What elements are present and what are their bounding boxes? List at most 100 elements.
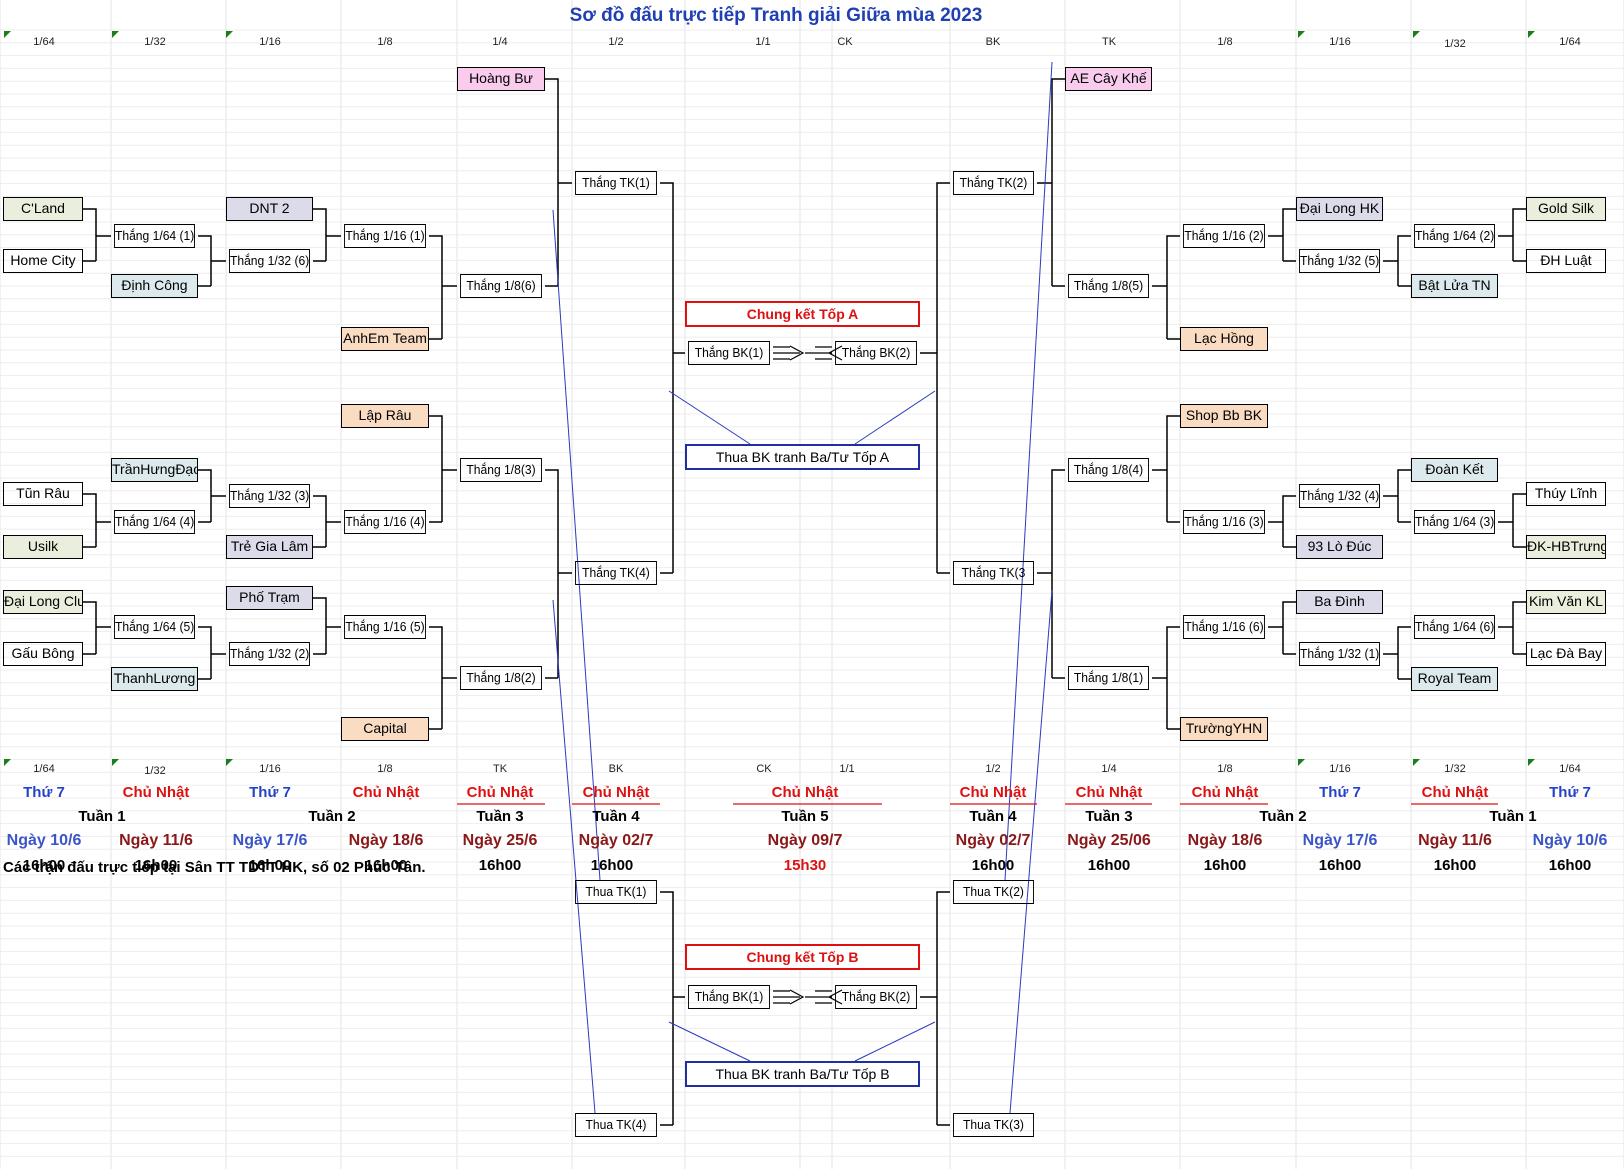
team-box[interactable]: Lập Râu bbox=[341, 404, 429, 428]
winner-box[interactable]: Thắng 1/8(1) bbox=[1068, 666, 1149, 690]
team-box[interactable]: ThanhLương bbox=[111, 667, 198, 691]
round-label: BK bbox=[985, 36, 1001, 48]
winner-box[interactable]: Thắng 1/8(3) bbox=[460, 458, 542, 482]
team-box[interactable]: Home City bbox=[3, 249, 83, 273]
team-box[interactable]: Thúy Lĩnh bbox=[1526, 482, 1606, 506]
loser-tk1-box[interactable]: Thua TK(1) bbox=[575, 880, 657, 904]
winner-box[interactable]: Thắng TK(2) bbox=[953, 171, 1034, 195]
team-box[interactable]: Tũn Râu bbox=[3, 482, 83, 506]
loser-tk4-box[interactable]: Thua TK(4) bbox=[575, 1113, 657, 1137]
bracket-connector bbox=[1498, 208, 1526, 262]
winner-box[interactable]: Thắng 1/32 (6) bbox=[229, 249, 310, 273]
bracket-connector bbox=[429, 235, 457, 340]
bracket-connector bbox=[198, 626, 226, 680]
winner-box[interactable]: Thắng 1/32 (4) bbox=[1299, 484, 1380, 508]
team-box[interactable]: Ba Đình bbox=[1296, 590, 1383, 614]
schedule-time: 16h00 bbox=[1433, 857, 1477, 874]
loser-tk2-box[interactable]: Thua TK(2) bbox=[953, 880, 1034, 904]
winner-box[interactable]: Thắng 1/16 (2) bbox=[1183, 224, 1265, 248]
team-box[interactable]: Royal Team bbox=[1411, 667, 1498, 691]
team-box[interactable]: Đại Long HK bbox=[1296, 197, 1383, 221]
round-label: 1/64 bbox=[33, 763, 55, 775]
team-box[interactable]: Hoàng Bư bbox=[457, 67, 545, 91]
winner-box[interactable]: Thắng TK(1) bbox=[575, 171, 657, 195]
team-box[interactable]: Đoàn Kết bbox=[1411, 458, 1498, 482]
team-box[interactable]: Định Công bbox=[111, 274, 198, 298]
schedule-day: Chủ Nhật bbox=[1421, 784, 1489, 801]
round-label: 1/64 bbox=[33, 36, 55, 48]
winner-box[interactable]: Thắng 1/64 (1) bbox=[114, 224, 195, 248]
round-label: 1/16 bbox=[259, 36, 281, 48]
bracket-connector bbox=[1152, 235, 1180, 340]
bracket-connector bbox=[313, 495, 341, 548]
team-box[interactable]: Capital bbox=[341, 717, 429, 741]
team-box[interactable]: AE Cây Khế bbox=[1065, 67, 1152, 91]
schedule-day: Chủ Nhật bbox=[959, 784, 1027, 801]
team-box[interactable]: Đại Long Club bbox=[3, 590, 83, 614]
final-b-label: Chung kết Tốp B bbox=[685, 944, 920, 970]
winner-box[interactable]: Thắng 1/64 (4) bbox=[114, 510, 195, 534]
winner-box[interactable]: Thắng TK(3 bbox=[953, 561, 1034, 585]
schedule-time: 16h00 bbox=[134, 857, 178, 874]
third-place-a[interactable]: Thua BK tranh Ba/Tư Tốp A bbox=[685, 444, 920, 470]
team-box[interactable]: Lạc Đà Bay bbox=[1526, 642, 1606, 666]
winner-box[interactable]: Thắng 1/8(2) bbox=[460, 666, 542, 690]
team-box[interactable]: ĐH Luật bbox=[1526, 249, 1606, 273]
cell-comment-marker bbox=[226, 759, 233, 766]
team-box[interactable]: DNT 2 bbox=[226, 197, 313, 221]
winner-box[interactable]: Thắng 1/64 (6) bbox=[1414, 615, 1495, 639]
winner-box[interactable]: Thắng 1/8(4) bbox=[1068, 458, 1149, 482]
winner-box[interactable]: Thắng 1/32 (3) bbox=[229, 484, 310, 508]
winner-box[interactable]: Thắng 1/16 (3) bbox=[1183, 510, 1265, 534]
team-box[interactable]: 93 Lò Đúc bbox=[1296, 535, 1383, 559]
schedule-time: 15h30 bbox=[783, 857, 827, 874]
bracket-connector bbox=[198, 469, 226, 523]
final-a-bk1[interactable]: Thắng BK(1) bbox=[688, 341, 770, 365]
round-label: TK bbox=[1101, 36, 1117, 48]
team-box[interactable]: C'Land bbox=[3, 197, 83, 221]
team-box[interactable]: Usilk bbox=[3, 535, 83, 559]
winner-box[interactable]: Thắng 1/64 (2) bbox=[1414, 224, 1495, 248]
winner-box[interactable]: Thắng TK(4) bbox=[575, 561, 657, 585]
team-box[interactable]: TrườngYHN bbox=[1180, 717, 1268, 741]
round-label: CK bbox=[837, 36, 853, 48]
loser-tk3-box[interactable]: Thua TK(3) bbox=[953, 1113, 1034, 1137]
venue-note: Các trận đấu trực tiếp tại Sân TT TDTT H… bbox=[3, 859, 426, 876]
team-box[interactable]: Gold Silk bbox=[1526, 197, 1606, 221]
final-b-bk1[interactable]: Thắng BK(1) bbox=[688, 985, 770, 1009]
winner-box[interactable]: Thắng 1/64 (3) bbox=[1414, 510, 1495, 534]
schedule-week: Tuần 3 bbox=[1085, 808, 1133, 825]
round-label: BK bbox=[608, 763, 624, 775]
arrow-left bbox=[805, 345, 843, 361]
bracket-connector bbox=[198, 235, 226, 287]
team-box[interactable]: Kim Văn KL bbox=[1526, 590, 1606, 614]
team-box[interactable]: Trẻ Gia Lâm bbox=[226, 535, 313, 559]
round-label: 1/8 bbox=[377, 36, 393, 48]
team-box[interactable]: Shop Bb BK bbox=[1180, 404, 1268, 428]
final-b-bk2[interactable]: Thắng BK(2) bbox=[835, 985, 917, 1009]
winner-box[interactable]: Thắng 1/8(5) bbox=[1068, 274, 1149, 298]
winner-box[interactable]: Thắng 1/64 (5) bbox=[114, 615, 195, 639]
team-box[interactable]: AnhEm Team bbox=[341, 327, 429, 351]
team-box[interactable]: Phố Trạm bbox=[226, 586, 313, 610]
bracket-connector bbox=[920, 891, 950, 1126]
bracket-connector bbox=[1037, 78, 1065, 287]
third-place-b[interactable]: Thua BK tranh Ba/Tư Tốp B bbox=[685, 1061, 920, 1087]
team-box[interactable]: TrầnHưngĐạo bbox=[111, 458, 198, 482]
team-box[interactable]: ĐK-HBTrưng bbox=[1526, 535, 1606, 559]
final-a-bk2[interactable]: Thắng BK(2) bbox=[835, 341, 917, 365]
winner-box[interactable]: Thắng 1/16 (6) bbox=[1183, 615, 1265, 639]
winner-box[interactable]: Thắng 1/32 (2) bbox=[229, 642, 310, 666]
winner-box[interactable]: Thắng 1/16 (1) bbox=[344, 224, 426, 248]
winner-box[interactable]: Thắng 1/8(6) bbox=[460, 274, 542, 298]
team-box[interactable]: Lạc Hồng bbox=[1180, 327, 1268, 351]
winner-box[interactable]: Thắng 1/32 (1) bbox=[1299, 642, 1380, 666]
winner-box[interactable]: Thắng 1/16 (4) bbox=[344, 510, 426, 534]
team-box[interactable]: Gấu Bông bbox=[3, 642, 83, 666]
schedule-day: Thứ 7 bbox=[23, 784, 65, 801]
bracket-connector bbox=[1498, 493, 1526, 548]
winner-box[interactable]: Thắng 1/16 (5) bbox=[344, 615, 426, 639]
team-box[interactable]: Bật Lửa TN bbox=[1411, 274, 1498, 298]
bracket-connector bbox=[313, 208, 341, 262]
winner-box[interactable]: Thắng 1/32 (5) bbox=[1299, 249, 1380, 273]
